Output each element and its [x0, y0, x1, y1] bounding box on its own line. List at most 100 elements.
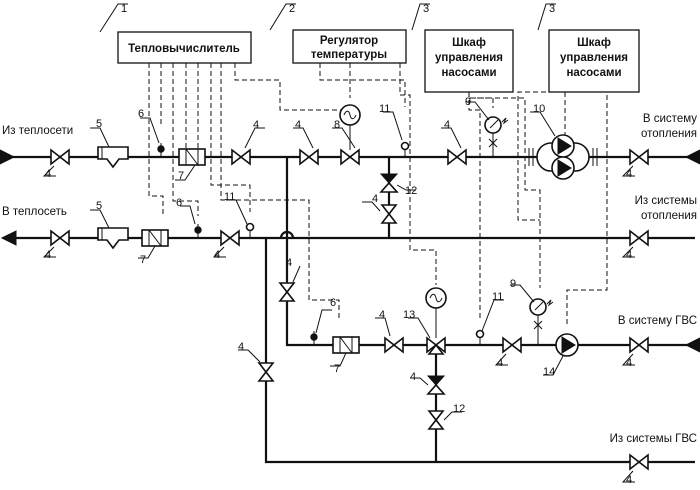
- filter-icon: [97, 146, 129, 168]
- num-4: 4: [444, 119, 450, 131]
- callout-3a: 3: [423, 3, 429, 15]
- valve-icon: [279, 282, 295, 302]
- flow-meter-icon: [178, 148, 206, 166]
- thermometer-icon: [475, 329, 485, 346]
- return-arrow-icon: [0, 230, 17, 246]
- num-4: 4: [253, 119, 259, 131]
- flow-meter-icon: [332, 336, 360, 354]
- valve-icon: [50, 230, 70, 246]
- valve-icon: [502, 337, 522, 353]
- valve-icon: [220, 230, 240, 246]
- valve-icon: [299, 149, 319, 165]
- num-6: 6: [138, 108, 144, 120]
- from-dhw-label: Из системы ГВС: [610, 433, 697, 445]
- callout-3b: 3: [549, 3, 555, 15]
- filter-icon: [97, 227, 129, 249]
- valve-icon: [50, 149, 70, 165]
- pump-pair-icon: [528, 134, 598, 180]
- box-callouts: 1 2 3 3: [99, 3, 556, 33]
- pipes: [8, 155, 695, 464]
- pump-cabinet-b-line-3: насосами: [566, 67, 621, 79]
- num-10: 10: [533, 103, 545, 115]
- from-heating-label-2: отопления: [641, 210, 697, 222]
- num-4: 4: [372, 193, 378, 205]
- to-dhw-label: В систему ГВС: [618, 315, 697, 327]
- valve-icon: [258, 362, 274, 382]
- valve-icon: [629, 454, 649, 470]
- num-7: 7: [178, 170, 184, 182]
- heat-calculator-box: Тепловычислитель: [117, 31, 252, 64]
- num-12: 12: [453, 403, 465, 415]
- num-5: 5: [96, 200, 102, 212]
- num-8: 8: [334, 119, 340, 131]
- temp-regulator-line-1: Регулятор: [320, 35, 378, 47]
- pump-cabinet-b-line-1: Шкаф: [577, 37, 611, 49]
- num-6: 6: [330, 297, 336, 309]
- num-6: 6: [176, 197, 182, 209]
- heat-calculator-label: Тепловычислитель: [128, 43, 240, 55]
- num-9: 9: [510, 278, 516, 290]
- sensor-icon: [194, 223, 202, 239]
- num-4: 4: [45, 168, 51, 180]
- valve-icon: [231, 149, 251, 165]
- num-4: 4: [379, 309, 385, 321]
- from-heat-net-label: Из теплосети: [2, 125, 73, 137]
- thermometer-icon: [400, 141, 410, 158]
- num-4: 4: [626, 249, 632, 261]
- num-4: 4: [626, 357, 632, 369]
- num-4: 4: [626, 168, 632, 180]
- to-heating-label-2: отопления: [641, 128, 697, 140]
- valve-icon: [629, 149, 649, 165]
- num-11: 11: [379, 103, 390, 115]
- num-5: 5: [96, 118, 102, 130]
- check-valve-icon: [380, 173, 398, 193]
- num-4: 4: [626, 474, 632, 486]
- num-4: 4: [410, 371, 416, 383]
- pump-cabinet-a-line-1: Шкаф: [452, 37, 486, 49]
- number-leaders: 4 4 4 4 4 4 4 4 4 4 4 4 4 4 4 4 5 5 6 6 …: [42, 96, 635, 486]
- pump-icon: [555, 333, 579, 357]
- num-4: 4: [295, 119, 301, 131]
- num-13: 13: [403, 309, 415, 321]
- valve-icon: [447, 149, 467, 165]
- dhw-arrow-icon: [684, 337, 700, 353]
- pump-cabinet-b-line-2: управления: [560, 52, 628, 64]
- control-valve-icon: [340, 149, 360, 165]
- pump-cabinet-a-line-3: насосами: [441, 67, 496, 79]
- thermometer-icon: [245, 222, 255, 239]
- three-way-valve-icon: [426, 307, 446, 355]
- pump-cabinet-a-box: Шкаф управления насосами: [424, 29, 514, 93]
- num-7: 7: [334, 363, 340, 375]
- temp-regulator-line-2: температуры: [311, 49, 387, 61]
- edge-labels: Из теплосети В теплосеть В систему отопл…: [2, 113, 697, 445]
- num-4: 4: [238, 341, 244, 353]
- inlet-arrow-icon: [0, 149, 16, 165]
- valve-icon: [629, 337, 649, 353]
- valve-icon: [381, 204, 397, 224]
- callout-2: 2: [289, 3, 295, 15]
- num-9: 9: [465, 96, 471, 108]
- num-14: 14: [543, 366, 555, 378]
- pump-cabinet-b-box: Шкаф управления насосами: [548, 29, 640, 93]
- num-4: 4: [497, 357, 503, 369]
- valve-icon: [629, 230, 649, 246]
- pump-cabinet-a-line-2: управления: [435, 52, 503, 64]
- valve-icon: [428, 410, 444, 430]
- temp-regulator-box: Регулятор температуры: [292, 29, 407, 64]
- num-4: 4: [214, 249, 220, 261]
- sensor-icon: [157, 142, 165, 158]
- to-heat-net-label: В теплосеть: [2, 206, 67, 218]
- check-valve-icon: [427, 375, 445, 395]
- callout-1: 1: [121, 3, 127, 15]
- num-11: 11: [492, 291, 503, 303]
- to-heating-label-1: В систему: [643, 113, 697, 125]
- valve-icon: [384, 337, 404, 353]
- actuator-icon: [339, 104, 361, 126]
- from-heating-label-1: Из системы: [635, 195, 697, 207]
- sensor-icon: [310, 330, 318, 346]
- num-4: 4: [286, 257, 292, 269]
- num-7: 7: [140, 254, 146, 266]
- actuator-icon: [425, 287, 447, 309]
- num-11: 11: [224, 191, 235, 203]
